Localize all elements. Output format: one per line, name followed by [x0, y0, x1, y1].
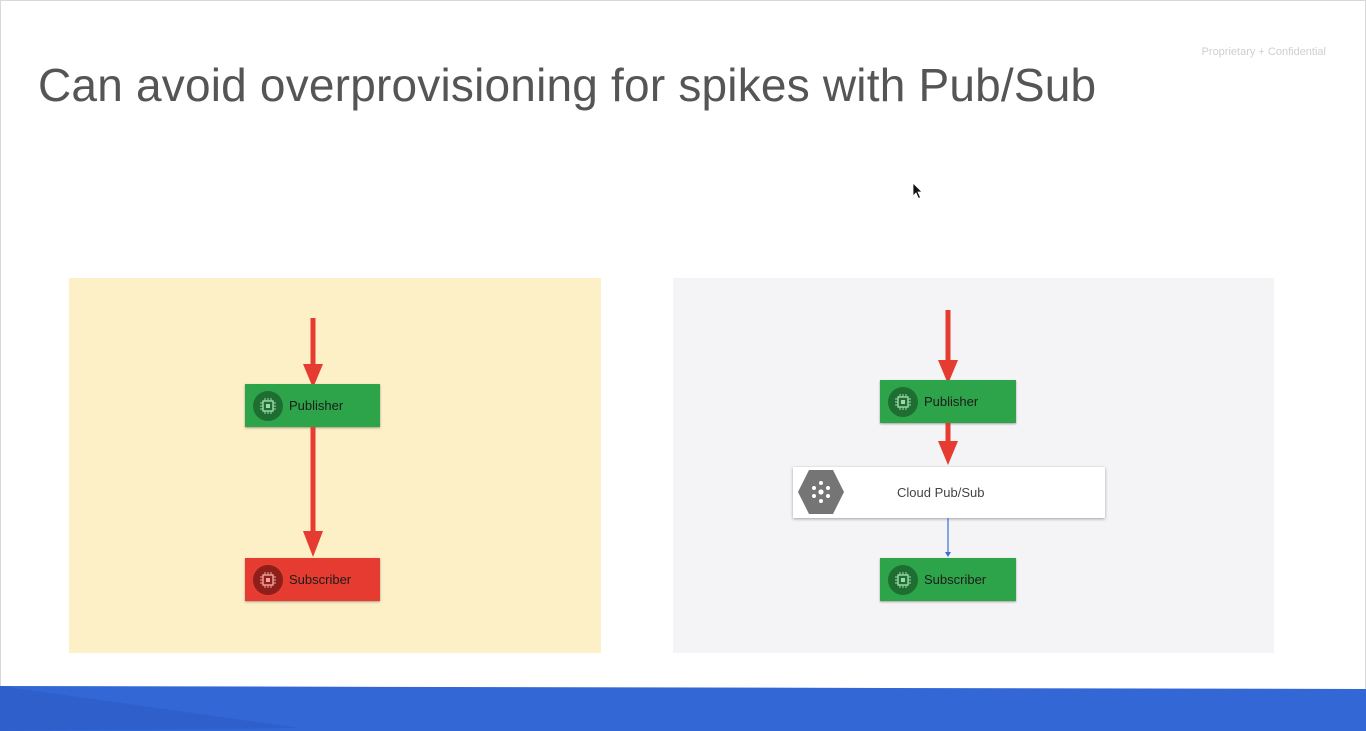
- publisher-node-right: Publisher: [880, 380, 1016, 423]
- incoming-arrow-left: [303, 318, 323, 388]
- cloud-pubsub-label: Cloud Pub/Sub: [897, 485, 985, 500]
- publisher-label: Publisher: [924, 394, 979, 409]
- publisher-to-pubsub-arrow: [938, 423, 958, 465]
- publisher-to-subscriber-arrow-left: [303, 427, 323, 557]
- publisher-label: Publisher: [289, 398, 344, 413]
- cpu-chip-icon: [888, 386, 918, 417]
- subscriber-node-right: Subscriber: [880, 558, 1016, 601]
- confidential-label: Proprietary + Confidential: [1201, 46, 1326, 58]
- subscriber-node-left: Subscriber: [245, 558, 380, 601]
- cpu-chip-icon: [253, 390, 283, 421]
- cpu-chip-icon: [888, 564, 918, 595]
- publisher-node-left: Publisher: [245, 384, 380, 427]
- cloud-pubsub-node: Cloud Pub/Sub: [793, 467, 1105, 518]
- pubsub-to-subscriber-connector: [945, 518, 951, 557]
- incoming-arrow-right: [938, 310, 958, 384]
- cpu-chip-icon: [253, 564, 283, 595]
- subscriber-label: Subscriber: [924, 572, 987, 587]
- cloud-pubsub-hexagon-icon: [798, 470, 844, 514]
- mouse-cursor-icon: [912, 182, 923, 200]
- subscriber-label: Subscriber: [289, 572, 352, 587]
- slide-title: Can avoid overprovisioning for spikes wi…: [38, 59, 1097, 111]
- footer-band: [0, 686, 1366, 731]
